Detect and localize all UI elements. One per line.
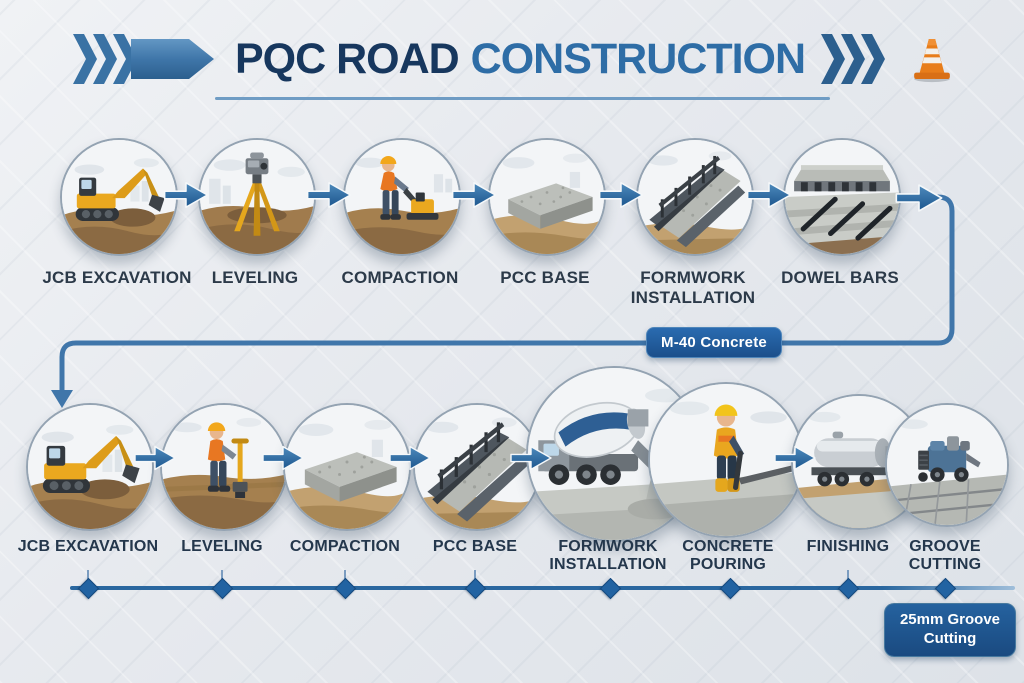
- flow-arrow-icon: [893, 181, 945, 215]
- top-step-label: PCC BASE: [500, 268, 590, 287]
- flow-arrow-icon: [773, 443, 817, 473]
- timeline-diamond: [837, 577, 860, 600]
- flow-arrow-icon: [261, 443, 305, 473]
- header: PQC ROAD CONSTRUCTION: [0, 32, 1024, 86]
- timeline-diamond: [211, 577, 234, 600]
- bottom-step-label: COMPACTION: [289, 538, 401, 555]
- timeline-tick: [87, 570, 89, 583]
- top-step-image-excavator: [60, 138, 178, 256]
- bottom-step-label: CONCRETE POURING: [682, 538, 774, 574]
- timeline-tick: [221, 570, 223, 583]
- timeline-tick: [344, 570, 346, 583]
- bottom-step-image-concrete-slab: [283, 403, 411, 531]
- timeline: [70, 586, 1015, 590]
- top-step-image-formwork: [636, 138, 754, 256]
- flow-arrow-icon: [451, 179, 497, 211]
- bottom-step-image-rammer-worker: [160, 403, 288, 531]
- groove-cutting-badge: 25mm Groove Cutting: [884, 603, 1016, 657]
- top-step-image-concrete-slab: [488, 138, 606, 256]
- bottom-step-label: LEVELING: [181, 538, 263, 555]
- flow-arrow-icon: [133, 443, 177, 473]
- concrete-slab-icon: [490, 140, 604, 254]
- title-part1: PQC ROAD: [234, 34, 460, 83]
- top-step-image-plate-compactor: [343, 138, 461, 256]
- groove-cutter-icon: [887, 405, 1007, 525]
- bottom-step-label: FINISHING: [806, 538, 890, 555]
- flow-arrow-icon: [306, 179, 352, 211]
- groove-badge-line2: Cutting: [923, 629, 977, 647]
- timeline-diamond: [719, 577, 742, 600]
- flow-arrow-icon: [163, 179, 209, 211]
- dowel-bars-icon: [785, 140, 899, 254]
- survey-tripod-icon: [200, 140, 314, 254]
- top-step-label: JCB EXCAVATION: [42, 268, 192, 287]
- bottom-step-label: JCB EXCAVATION: [17, 538, 159, 555]
- plate-compactor-icon: [345, 140, 459, 254]
- timeline-tick: [474, 570, 476, 583]
- timeline-tick: [847, 570, 849, 583]
- timeline-diamond: [334, 577, 357, 600]
- flow-arrow-icon: [746, 179, 792, 211]
- top-step-label: DOWEL BARS: [781, 268, 899, 287]
- left-chevrons-icon: [72, 34, 214, 84]
- top-step-label: LEVELING: [211, 268, 299, 287]
- right-chevrons-icon: [821, 34, 886, 84]
- flow-arrow-icon: [388, 443, 432, 473]
- bottom-step-image-groove-cutter: [885, 403, 1009, 527]
- top-step-image-dowel-bars: [783, 138, 901, 256]
- traffic-cone-icon: [914, 39, 950, 83]
- bottom-step-image-pouring-worker: [648, 382, 804, 538]
- flow-arrow-icon: [509, 443, 553, 473]
- timeline-diamond: [464, 577, 487, 600]
- top-step-label: COMPACTION: [341, 268, 459, 287]
- bottom-step-label: PCC BASE: [432, 538, 518, 555]
- title-underline: [215, 97, 830, 100]
- groove-badge-line1: 25mm Groove: [899, 611, 1001, 628]
- m40-concrete-badge: M-40 Concrete: [646, 327, 782, 358]
- title-part2: CONSTRUCTION: [470, 34, 806, 83]
- flow-arrow-icon: [598, 179, 644, 211]
- bottom-step-label: GROOVE CUTTING: [908, 538, 982, 574]
- timeline-diamond: [934, 577, 957, 600]
- top-step-image-survey-tripod: [198, 138, 316, 256]
- timeline-diamond: [77, 577, 100, 600]
- top-step-label: FORMWORK INSTALLATION: [630, 268, 756, 307]
- page-title: PQC ROAD CONSTRUCTION: [234, 34, 806, 83]
- excavator-icon: [62, 140, 176, 254]
- timeline-diamond: [599, 577, 622, 600]
- formwork-icon: [638, 140, 752, 254]
- bottom-step-image-excavator: [26, 403, 154, 531]
- bottom-step-label: FORMWORK INSTALLATION: [549, 538, 667, 574]
